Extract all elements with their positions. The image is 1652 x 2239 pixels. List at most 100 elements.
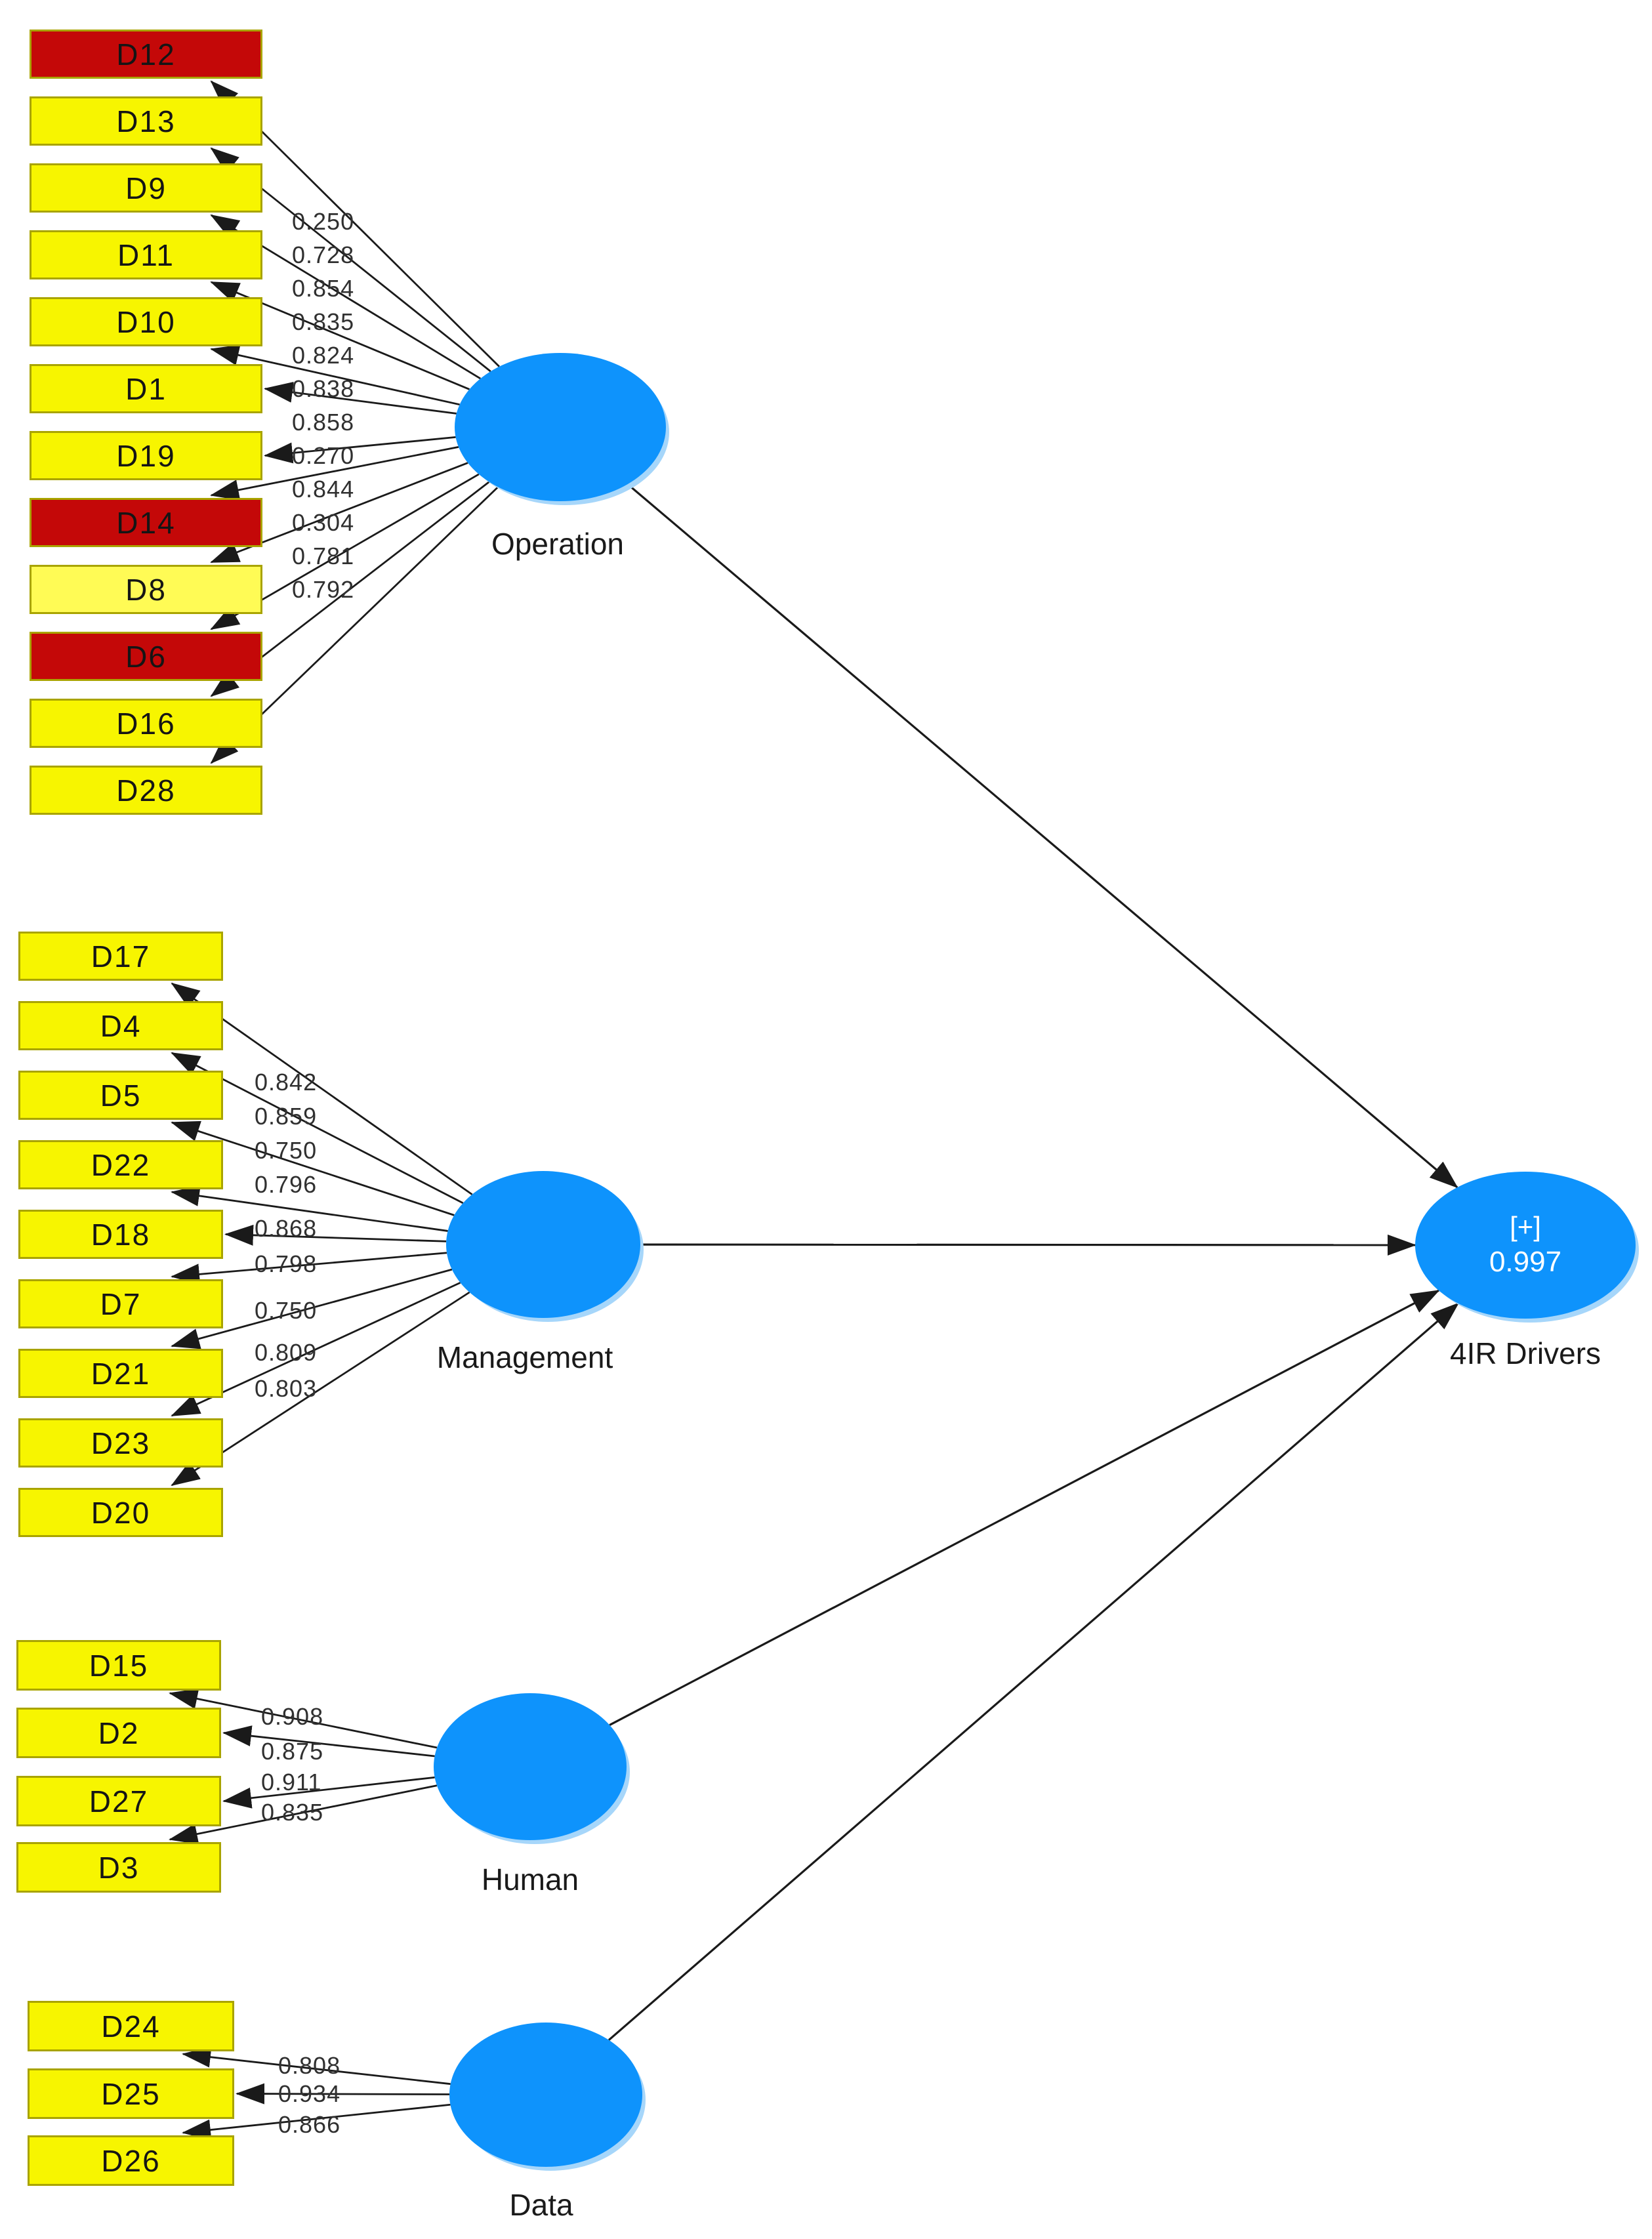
indicator-label: D12	[116, 37, 176, 72]
indicator-D27[interactable]: D27	[16, 1776, 221, 1826]
loading-value: 0.858	[292, 409, 355, 436]
loading-value: 0.270	[292, 442, 355, 469]
construct-human[interactable]	[434, 1693, 627, 1840]
indicator-D1[interactable]: D1	[30, 364, 262, 413]
indicator-label: D7	[100, 1286, 142, 1321]
loading-value: 0.808	[278, 2052, 341, 2079]
indicator-D10[interactable]: D10	[30, 297, 262, 346]
loading-value: 0.908	[261, 1703, 324, 1730]
indicator-D25[interactable]: D25	[28, 2068, 234, 2119]
loading-value: 0.835	[261, 1799, 324, 1826]
indicator-label: D17	[91, 939, 151, 974]
indicator-label: D16	[116, 706, 176, 741]
loading-value: 0.803	[255, 1375, 318, 1402]
indicator-label: D20	[91, 1495, 151, 1530]
indicator-D7[interactable]: D7	[18, 1279, 223, 1328]
indicator-D8[interactable]: D8	[30, 565, 262, 614]
expand-plus-badge[interactable]: [+]	[1510, 1211, 1541, 1242]
indicator-label: D10	[116, 304, 176, 339]
indicator-D11[interactable]: D11	[30, 230, 262, 279]
indicator-D13[interactable]: D13	[30, 96, 262, 146]
indicator-D22[interactable]: D22	[18, 1140, 223, 1189]
loading-value: 0.875	[261, 1738, 324, 1765]
indicator-D21[interactable]: D21	[18, 1349, 223, 1398]
indicator-D5[interactable]: D5	[18, 1071, 223, 1120]
loading-value: 0.842	[255, 1069, 318, 1096]
construct-label-management: Management	[436, 1340, 613, 1374]
path-arrow-human	[609, 1289, 1440, 1726]
indicator-arrow	[264, 436, 456, 464]
indicator-D26[interactable]: D26	[28, 2135, 234, 2186]
indicator-arrow	[171, 1252, 447, 1285]
indicator-label: D27	[89, 1784, 149, 1818]
indicator-arrow	[264, 382, 457, 415]
construct-management[interactable]	[446, 1171, 640, 1318]
indicator-D3[interactable]: D3	[16, 1842, 221, 1893]
indicator-arrow	[169, 1784, 438, 1845]
construct-label-data: Data	[509, 2188, 573, 2222]
indicator-label: D6	[125, 639, 167, 674]
indicator-label: D28	[116, 773, 176, 808]
loading-value: 0.796	[255, 1171, 318, 1198]
indicator-label: D13	[116, 104, 176, 138]
indicator-D17[interactable]: D17	[18, 932, 223, 981]
indicator-arrow	[182, 2103, 451, 2141]
loading-value: 0.868	[255, 1215, 318, 1242]
indicator-label: D5	[100, 1078, 142, 1113]
indicator-D20[interactable]: D20	[18, 1488, 223, 1537]
path-arrow-operation	[627, 483, 1458, 1189]
loading-value: 0.824	[292, 342, 355, 369]
indicator-D28[interactable]: D28	[30, 766, 262, 815]
indicator-D18[interactable]: D18	[18, 1210, 223, 1259]
loading-value: 0.911	[261, 1769, 322, 1796]
indicator-D16[interactable]: D16	[30, 699, 262, 748]
indicator-arrow	[171, 1185, 448, 1232]
indicator-D9[interactable]: D9	[30, 163, 262, 213]
indicator-label: D3	[98, 1850, 140, 1885]
indicator-arrow	[222, 1725, 435, 1757]
construct-data[interactable]	[449, 2023, 642, 2167]
indicator-D15[interactable]: D15	[16, 1640, 221, 1691]
indicator-label: D1	[125, 371, 167, 406]
indicator-D14[interactable]: D14	[30, 498, 262, 547]
loading-value: 0.798	[255, 1250, 318, 1277]
indicator-label: D23	[91, 1426, 151, 1460]
indicator-arrow	[182, 2046, 451, 2085]
indicator-D6[interactable]: D6	[30, 632, 262, 681]
indicator-D24[interactable]: D24	[28, 2001, 234, 2051]
loading-value: 0.866	[278, 2111, 341, 2138]
indicator-label: D2	[98, 1715, 140, 1750]
indicator-label: D21	[91, 1356, 151, 1391]
indicator-label: D19	[116, 438, 176, 473]
indicator-label: D11	[117, 237, 175, 272]
indicator-label: D25	[101, 2076, 161, 2111]
indicator-label: D18	[91, 1217, 151, 1252]
indicator-D12[interactable]: D12	[30, 30, 262, 79]
indicator-D23[interactable]: D23	[18, 1418, 223, 1468]
loading-value: 0.250	[292, 208, 355, 235]
loading-value: 0.304	[292, 509, 355, 536]
indicator-D2[interactable]: D2	[16, 1708, 221, 1758]
construct-label-operation: Operation	[491, 527, 625, 561]
construct-operation[interactable]	[455, 353, 666, 501]
loading-value: 0.781	[292, 543, 355, 569]
indicator-label: D4	[100, 1008, 142, 1043]
loading-value: 0.844	[292, 476, 355, 503]
loading-value: 0.835	[292, 308, 355, 335]
construct-label-drivers: 4IR Drivers	[1449, 1336, 1601, 1370]
indicator-arrow	[236, 2083, 450, 2105]
indicator-label: D15	[89, 1648, 149, 1683]
path-arrow-management	[640, 1234, 1416, 1256]
loading-value: 0.859	[255, 1103, 318, 1130]
indicator-label: D9	[125, 171, 167, 205]
indicator-label: D22	[91, 1147, 151, 1182]
loading-value: 0.934	[278, 2080, 341, 2107]
indicator-arrow	[169, 1688, 438, 1749]
indicator-arrow	[171, 1268, 453, 1349]
indicator-D19[interactable]: D19	[30, 431, 262, 480]
loading-value: 0.838	[292, 375, 355, 402]
indicator-D4[interactable]: D4	[18, 1001, 223, 1050]
loading-value: 0.792	[292, 576, 355, 603]
construct-drivers[interactable]: [+]0.997	[1415, 1172, 1636, 1319]
